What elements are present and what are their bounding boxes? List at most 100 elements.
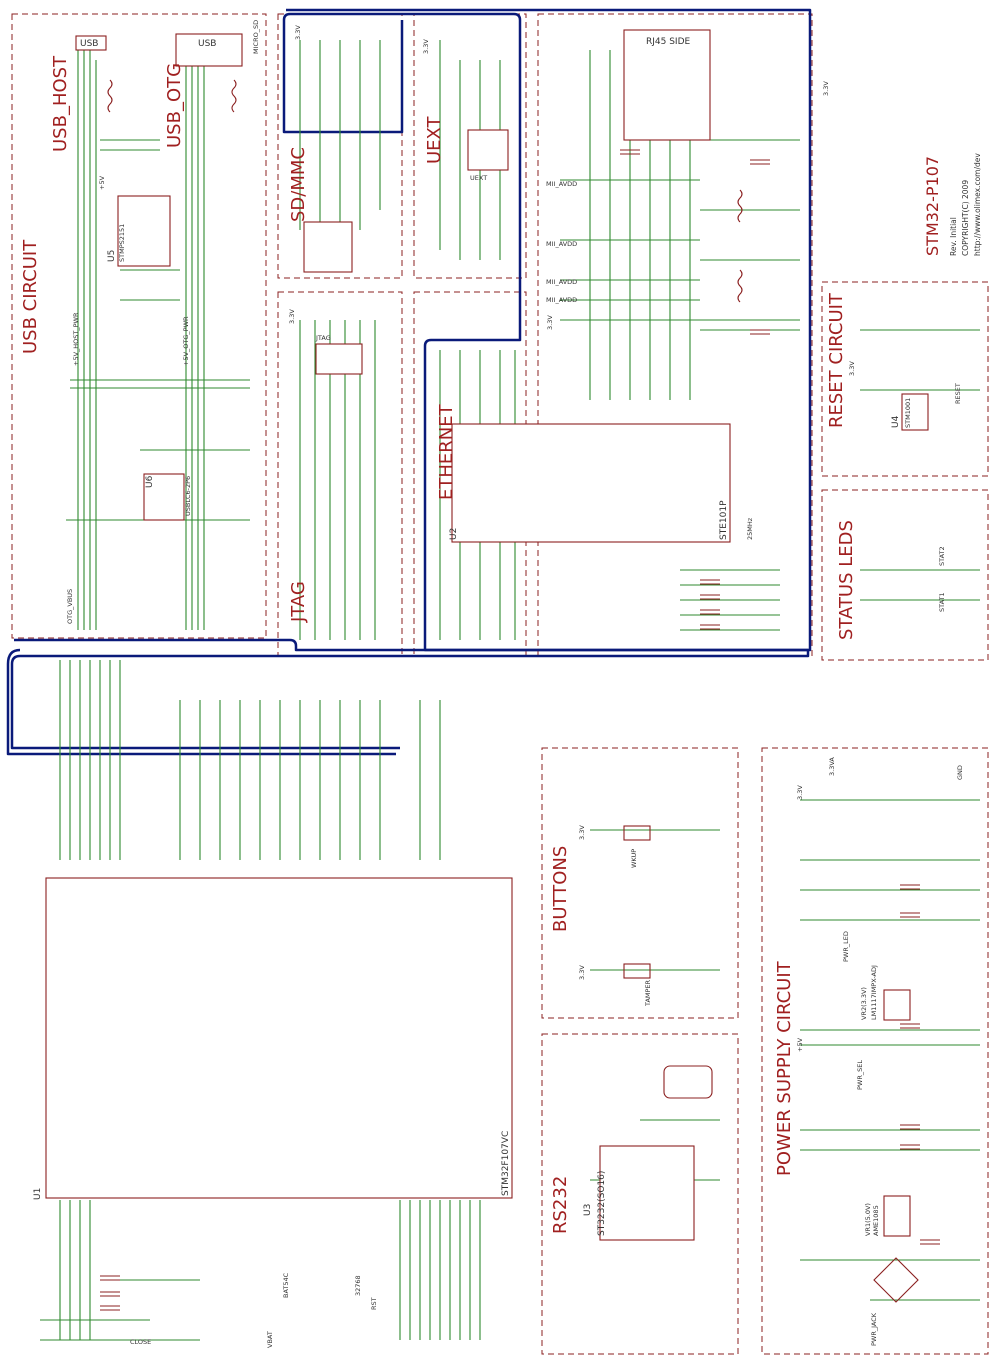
section-title-usb-otg: USB_OTG [164, 63, 185, 148]
reset-button-label: RESET [954, 383, 962, 404]
tamper-button-label: TAMPER [644, 979, 652, 1007]
micro-sd-label: MICRO_SD [252, 20, 260, 54]
u5-part-label: STMPS2151 [118, 224, 126, 262]
url: http://www.olimex.com/dev [973, 153, 982, 256]
status-leds-box [821, 489, 989, 661]
u4-part-label: STM1001 [904, 398, 912, 428]
net-5v-usb: +5V [98, 175, 106, 190]
power-supply-box [761, 747, 989, 1355]
vr2-body [883, 989, 911, 1021]
net-gnd-psu: GND [956, 765, 964, 780]
net-5v-psu: +5V [796, 1037, 804, 1052]
u4-label: U4 [891, 415, 901, 428]
net-3v3-eth: 3.3V [546, 315, 554, 330]
net-3v3-psu: 3.3V [796, 785, 804, 800]
part-labels: USB USB RJ45 SIDE U1 STM32F107VC U2 STE1… [33, 20, 962, 1346]
u2-label: U2 [449, 528, 459, 540]
rtc-crystal-label: 32768 [354, 1275, 362, 1296]
rj45-label: RJ45 SIDE [646, 37, 691, 47]
section-title-rs232: RS232 [550, 1176, 571, 1234]
u6-label: U6 [145, 475, 155, 488]
jtag-connector-label: JTAG [315, 334, 331, 342]
stat2-label: STAT2 [938, 546, 946, 566]
vr1-part-label: AME1085 [872, 1205, 880, 1236]
rs232-box [541, 1033, 739, 1355]
wkup-button-body [623, 825, 651, 841]
net-3v3a-psu: 3.3VA [828, 757, 836, 776]
net-3v3-uext: 3.3V [422, 39, 430, 54]
net-usb-otg-pwr: +5V_OTG_PWR [182, 316, 190, 366]
net-mii-avdd-2: MII_AVDD [546, 240, 577, 248]
vr2-label: VR2(3.3V) [860, 987, 868, 1020]
u1-part-label: STM32F107VC [501, 1131, 511, 1196]
net-bat54c: BAT54C [282, 1272, 290, 1298]
u3-label: U3 [583, 1204, 593, 1216]
pwr-led-label: PWR_LED [842, 931, 850, 962]
u3-body [599, 1145, 695, 1241]
net-usb-host-pwr: +5V_HOST_PWR [72, 312, 80, 366]
pwr-sel-label: PWR_SEL [856, 1060, 864, 1090]
uext-header [467, 129, 509, 171]
reset-circuit-box [821, 281, 989, 477]
net-otg-vbus: OTG_VBUS [66, 589, 74, 624]
net-mii-avdd-1: MII_AVDD [546, 180, 577, 188]
u4-body [901, 393, 929, 431]
net-mii-avdd-3: MII_AVDD [546, 278, 577, 286]
net-rst: RST [370, 1297, 378, 1310]
rj45-body [623, 29, 711, 141]
section-title-buttons: BUTTONS [550, 846, 571, 932]
usb-otg-shell [175, 33, 243, 67]
stat1-label: STAT1 [938, 592, 946, 612]
usb-otg-connector-label: USB [198, 39, 216, 49]
u1-body [45, 877, 513, 1199]
jtag-header [315, 343, 363, 375]
section-title-sd-mmc: SD/MMC [288, 147, 309, 222]
vr2-part-label: LM1117IMPX-ADJ [870, 965, 878, 1020]
net-close: CLOSE [130, 1338, 151, 1346]
section-title-usb-host: USB_HOST [50, 55, 71, 152]
section-title-reset-circuit: RESET CIRCUIT [826, 292, 847, 428]
db9-body [663, 1065, 713, 1099]
u5-body [117, 195, 171, 267]
section-title-usb-circuit: USB CIRCUIT [20, 239, 41, 354]
section-title-uext: UEXT [424, 115, 445, 164]
u3-part-label: ST3232(SO16) [597, 1171, 607, 1236]
net-3v3-sd: 3.3V [294, 25, 302, 40]
vr1-label: VR1(5.0V) [864, 1203, 872, 1236]
net-vbat: VBAT [266, 1331, 274, 1348]
section-title-jtag: JTAG [288, 581, 309, 623]
section-titles: USB_HOST USB_OTG USB CIRCUIT SD/MMC UEXT… [20, 55, 857, 1234]
bridge-rectifier [873, 1257, 919, 1303]
usb-circuit-box [11, 13, 267, 639]
bus-outlines [6, 8, 812, 756]
components [45, 29, 940, 1311]
title-block: STM32-P107 Rev. Initial COPYRIGHT(C) 200… [923, 153, 982, 256]
wiring [40, 40, 980, 1341]
tamper-button-body [623, 963, 651, 979]
vr1-body [883, 1195, 911, 1237]
section-title-ethernet: ETHERNET [436, 403, 457, 500]
u2-part-label: STE101P [719, 500, 729, 540]
net-3v3-wkup: 3.3V [578, 825, 586, 840]
usb-host-connector [75, 35, 107, 51]
u6-part-label: USBLC6-2P6 [184, 476, 192, 516]
net-3v3-reset: 3.3V [848, 361, 856, 376]
u5-label: U5 [107, 250, 117, 262]
wkup-button-label: WKUP [630, 849, 638, 868]
u6-body [143, 473, 185, 521]
main-crystal-label: 25MHz [746, 517, 754, 540]
u2-body [451, 423, 731, 543]
sd-card-body [303, 221, 353, 273]
u1-label: U1 [33, 1188, 43, 1200]
usb-host-connector-label: USB [80, 39, 98, 49]
uext-connector-label: UEXT [470, 174, 487, 182]
net-labels: 3.3V 3.3V 3.3V 3.3V 3.3V 3.3V 3.3V 3.3V … [66, 25, 964, 1348]
net-3v3-boot: 3.3V [822, 81, 830, 96]
buttons-box [541, 747, 739, 1019]
net-mii-avdd-4: MII_AVDD [546, 296, 577, 304]
net-3v3-tamper: 3.3V [578, 965, 586, 980]
board-name: STM32-P107 [923, 156, 942, 256]
net-3v3-jtag: 3.3V [288, 309, 296, 324]
revision: Rev. Initial [949, 217, 958, 256]
